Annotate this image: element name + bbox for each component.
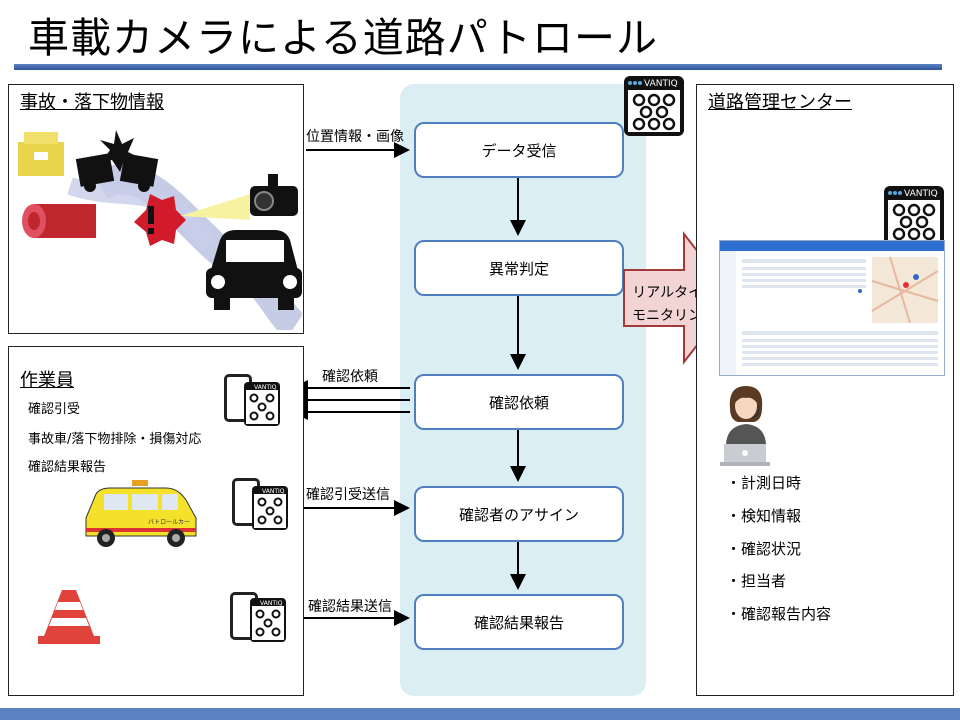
incident-illustration [18,130,302,330]
fallen-log-icon [22,204,96,238]
worker-title: 作業員 [20,370,74,391]
collision-icon [75,130,159,192]
patrol-van-text: パトロールカー [148,519,190,526]
warning-icon [134,194,186,246]
dashboard-thumbnail [719,240,945,376]
dashcam-icon [250,174,298,216]
monitoring-text: リアルタイム モニタリング [624,282,724,328]
label-confirm-request: 確認依頼 [322,369,378,385]
vantiq-phone-icon-3: VANTIQ [250,598,286,642]
worker-task-accept: 確認引受 [28,402,81,417]
monitoring-text-line1: リアルタイム [632,285,716,301]
info-item-measure-time: ・計測日時 [726,474,802,492]
vantiq-phone-text-2: VANTIQ [262,488,285,495]
vantiq-logo-text-right: VANTIQ [904,189,938,199]
title-divider [14,64,942,70]
info-item-report-content: ・確認報告内容 [726,605,832,623]
laptop-icon [720,444,770,466]
vantiq-logo-icon-right: VANTIQ [884,186,944,246]
traffic-cone-icon [38,590,100,644]
step-confirm-request: 確認依頼 [414,374,624,430]
monitoring-text-line2: モニタリング [632,308,716,324]
control-center-title: 道路管理センター [708,92,852,113]
step-confirm-report: 確認結果報告 [414,594,624,650]
label-result-send: 確認結果送信 [308,599,392,615]
vantiq-phone-text-3: VANTIQ [260,600,283,607]
vantiq-phone-icon-1: VANTIQ [244,382,280,426]
step-data-receive: データ受信 [414,122,624,178]
vantiq-logo-icon: VANTIQ [624,76,684,136]
worker-task-report: 確認結果報告 [28,460,107,475]
incident-info-title: 事故・落下物情報 [20,92,164,113]
patrol-van-icon: パトロールカー [85,480,197,547]
info-item-assignee: ・担当者 [726,572,787,590]
step-assign-confirmer: 確認者のアサイン [414,486,624,542]
step-anomaly-judge: 異常判定 [414,240,624,296]
page-title: 車載カメラによる道路パトロール [28,14,658,62]
info-item-detection: ・検知情報 [726,507,802,525]
footer-bar [0,708,960,720]
operator-icon [726,386,766,446]
info-item-status: ・確認状況 [726,540,802,558]
car-icon [206,230,302,310]
vantiq-phone-icon-2: VANTIQ [252,486,288,530]
vantiq-logo-text: VANTIQ [644,79,678,89]
dashboard-thumbnail-graphic [720,241,944,375]
label-position-image: 位置情報・画像 [306,129,404,145]
worker-task-handle: 事故車/落下物排除・損傷対応 [28,432,202,447]
label-accept-send: 確認引受送信 [306,487,390,503]
box-icon [18,132,64,176]
vantiq-phone-text-1: VANTIQ [254,384,277,391]
